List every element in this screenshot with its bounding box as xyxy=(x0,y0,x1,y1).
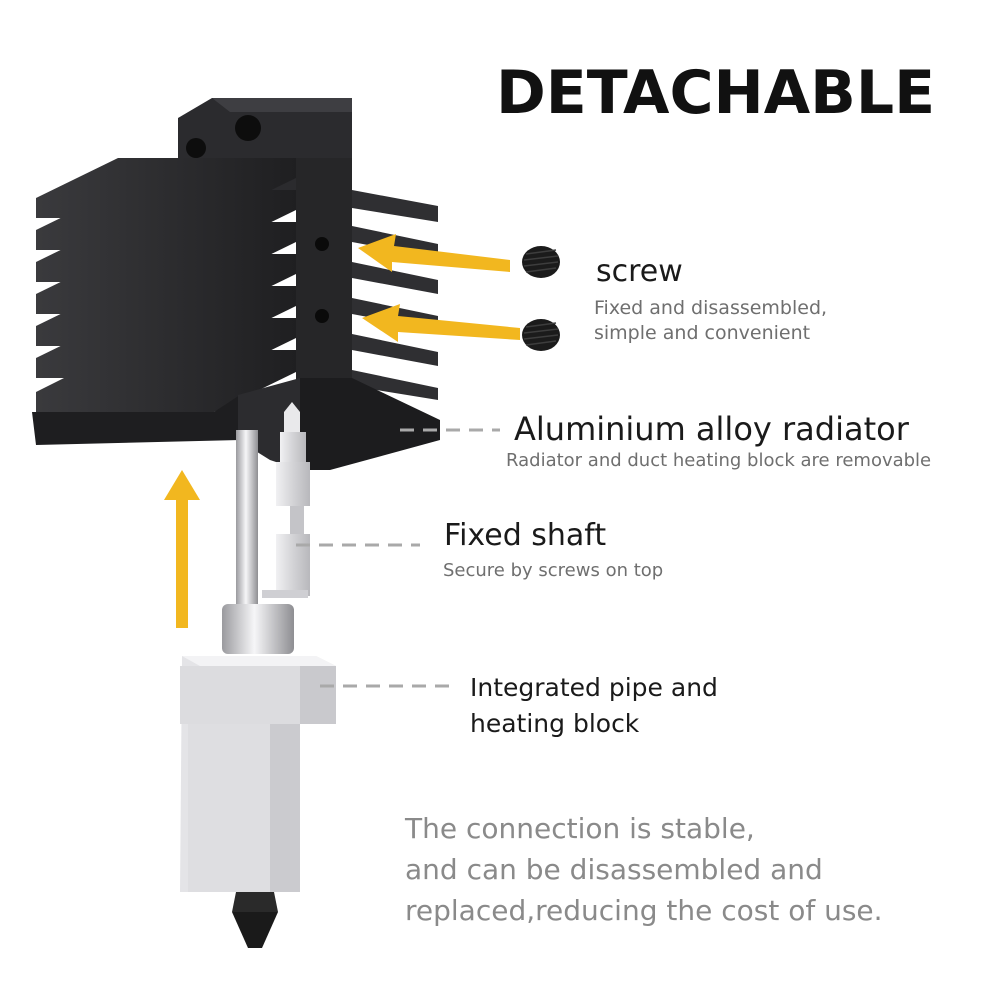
screw-callout-description: Fixed and disassembled, simple and conve… xyxy=(594,296,827,346)
heatsink-fins xyxy=(36,158,296,412)
heat-break-tube xyxy=(236,430,258,608)
arrow-left-icon xyxy=(362,304,520,342)
heating-block-callout-line: Integrated pipe and xyxy=(470,673,718,702)
screw-callout-title: screw xyxy=(596,254,683,289)
tube-collar xyxy=(222,604,294,654)
screw-callout-line: Fixed and disassembled, xyxy=(594,297,828,319)
heating-block-callout-line: heating block xyxy=(470,709,640,738)
footer-line: and can be disassembled and xyxy=(405,853,823,886)
set-screw-icon xyxy=(522,246,560,278)
arrow-left-icon xyxy=(358,234,510,272)
set-screw-icon xyxy=(522,319,560,351)
fixed-shaft xyxy=(262,402,310,598)
screw-hole-icon xyxy=(315,309,329,323)
nozzle xyxy=(232,892,278,948)
heating-block xyxy=(180,656,336,892)
mount-hole-icon xyxy=(235,115,261,141)
heatsink xyxy=(32,98,440,470)
footer-description: The connection is stable, and can be dis… xyxy=(405,808,883,931)
footer-line: replaced,reducing the cost of use. xyxy=(405,894,883,927)
radiator-callout-title: Aluminium alloy radiator xyxy=(514,410,909,448)
screw-hole-icon xyxy=(315,237,329,251)
screw-callout-line: simple and convenient xyxy=(594,322,811,344)
shaft-callout-title: Fixed shaft xyxy=(444,518,607,553)
page-title: DETACHABLE xyxy=(496,58,936,128)
arrow-up-icon xyxy=(164,470,200,628)
footer-line: The connection is stable, xyxy=(405,812,755,845)
shaft-callout-subtitle: Secure by screws on top xyxy=(443,560,664,581)
heating-block-callout: Integrated pipe and heating block xyxy=(470,670,718,742)
radiator-callout-subtitle: Radiator and duct heating block are remo… xyxy=(506,450,932,471)
mount-hole-icon xyxy=(186,138,206,158)
